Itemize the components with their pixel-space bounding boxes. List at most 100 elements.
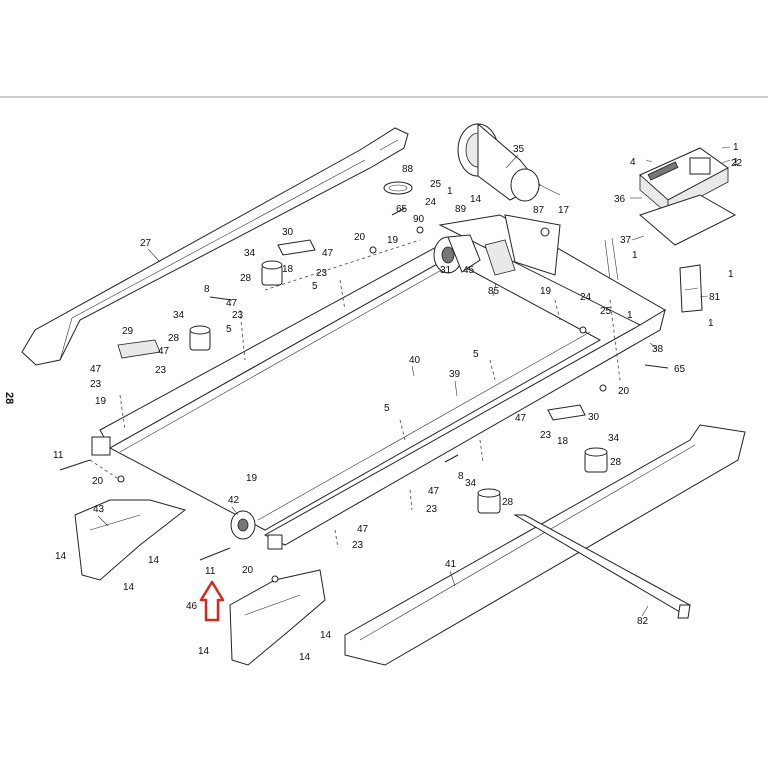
callout-39: 39 <box>449 369 461 380</box>
callout-20: 20 <box>92 476 104 487</box>
callout-81: 81 <box>709 292 721 303</box>
callout-30: 30 <box>282 227 294 238</box>
callout-47: 47 <box>90 364 102 375</box>
callout-43: 43 <box>93 504 105 515</box>
callout-11: 11 <box>53 450 64 461</box>
callout-20: 20 <box>242 565 254 576</box>
callout-25: 25 <box>600 306 612 317</box>
callout-28: 28 <box>240 273 252 284</box>
callout-46: 46 <box>186 601 198 612</box>
callout-47: 47 <box>322 248 334 259</box>
callout-38: 38 <box>652 344 664 355</box>
callout-82: 82 <box>637 616 649 627</box>
callout-11: 11 <box>205 566 216 577</box>
fastener-markers <box>59 207 669 583</box>
callout-41: 41 <box>445 559 457 570</box>
warning-decal-29 <box>117 339 161 359</box>
callout-19: 19 <box>540 286 552 297</box>
rear-foot-43 <box>74 499 187 581</box>
callout-23: 23 <box>540 430 552 441</box>
callout-5: 5 <box>384 403 390 414</box>
callout-47: 47 <box>515 413 527 424</box>
callout-5: 5 <box>226 324 232 335</box>
callout-8: 8 <box>204 284 210 295</box>
callout-17: 17 <box>558 205 570 216</box>
callout-1: 1 <box>627 310 633 321</box>
right-upright-rail-41 <box>344 424 746 666</box>
callout-65: 65 <box>674 364 686 375</box>
callout-25: 25 <box>430 179 442 190</box>
callout-22: 22 <box>731 158 743 169</box>
callout-34: 34 <box>244 248 256 259</box>
isolator-28-c <box>584 447 608 473</box>
callout-14: 14 <box>123 582 135 593</box>
callout-4: 4 <box>630 157 636 168</box>
callout-20: 20 <box>354 232 366 243</box>
callout-leader-lines <box>97 146 731 617</box>
walking-deck-40 <box>108 257 602 531</box>
callout-8: 8 <box>458 471 464 482</box>
callout-23: 23 <box>352 540 364 551</box>
isolator-28-a <box>261 260 283 286</box>
callout-18: 18 <box>282 264 294 275</box>
callout-47: 47 <box>428 486 440 497</box>
callout-1: 1 <box>728 269 734 280</box>
callout-14: 14 <box>198 646 210 657</box>
callout-23: 23 <box>232 310 244 321</box>
rear-foot-46 <box>229 569 326 666</box>
rear-roller-bracket-left <box>91 436 111 456</box>
callout-14: 14 <box>55 551 67 562</box>
mount-plate-37 <box>604 194 737 281</box>
callout-19: 19 <box>246 473 258 484</box>
callout-1: 1 <box>632 250 638 261</box>
drive-motor-35 <box>457 122 561 202</box>
callout-40: 40 <box>409 355 421 366</box>
callout-31: 31 <box>440 265 452 276</box>
callout-24: 24 <box>425 197 437 208</box>
callout-1: 1 <box>708 318 714 329</box>
page-number: 28 <box>3 392 15 404</box>
callout-5: 5 <box>473 349 479 360</box>
up-arrow-icon <box>199 580 225 622</box>
front-roller-31 <box>433 234 481 274</box>
callout-90: 90 <box>413 214 425 225</box>
isolator-28-b <box>189 325 211 351</box>
callout-47: 47 <box>357 524 369 535</box>
callout-28: 28 <box>610 457 622 468</box>
callout-14: 14 <box>470 194 482 205</box>
assembly-guide-lines <box>89 239 621 549</box>
bracket-30-a <box>277 239 316 256</box>
callout-1: 1 <box>447 186 453 197</box>
callout-27: 27 <box>140 238 152 249</box>
callout-1: 1 <box>733 157 739 168</box>
callout-28: 28 <box>168 333 180 344</box>
callout-37: 37 <box>620 235 632 246</box>
callout-5: 5 <box>312 281 318 292</box>
callout-1: 1 <box>733 142 739 153</box>
callout-28: 28 <box>502 497 514 508</box>
callout-47: 47 <box>158 346 170 357</box>
callout-23: 23 <box>90 379 102 390</box>
callout-87: 87 <box>533 205 545 216</box>
callout-30: 30 <box>588 412 600 423</box>
bracket-30-b <box>547 404 586 421</box>
callout-47: 47 <box>226 298 238 309</box>
bracket-81 <box>679 264 703 313</box>
base-stabilizer-82 <box>513 514 691 619</box>
callout-23: 23 <box>316 268 328 279</box>
callout-34: 34 <box>173 310 185 321</box>
callout-18: 18 <box>557 436 569 447</box>
main-frame-38 <box>99 214 666 546</box>
callout-14: 14 <box>299 652 311 663</box>
callout-42: 42 <box>228 495 240 506</box>
drive-belt-88 <box>383 181 413 195</box>
callout-20: 20 <box>618 386 630 397</box>
callout-89: 89 <box>455 204 467 215</box>
callout-labels: 27 88 35 1 1 4 22 36 25 24 1 65 90 89 14… <box>53 142 743 663</box>
rear-roller-42 <box>230 510 283 550</box>
callout-35: 35 <box>513 144 525 155</box>
running-belt-39 <box>119 267 591 521</box>
callout-65: 65 <box>396 204 408 215</box>
left-upright-rail-27 <box>21 127 409 366</box>
